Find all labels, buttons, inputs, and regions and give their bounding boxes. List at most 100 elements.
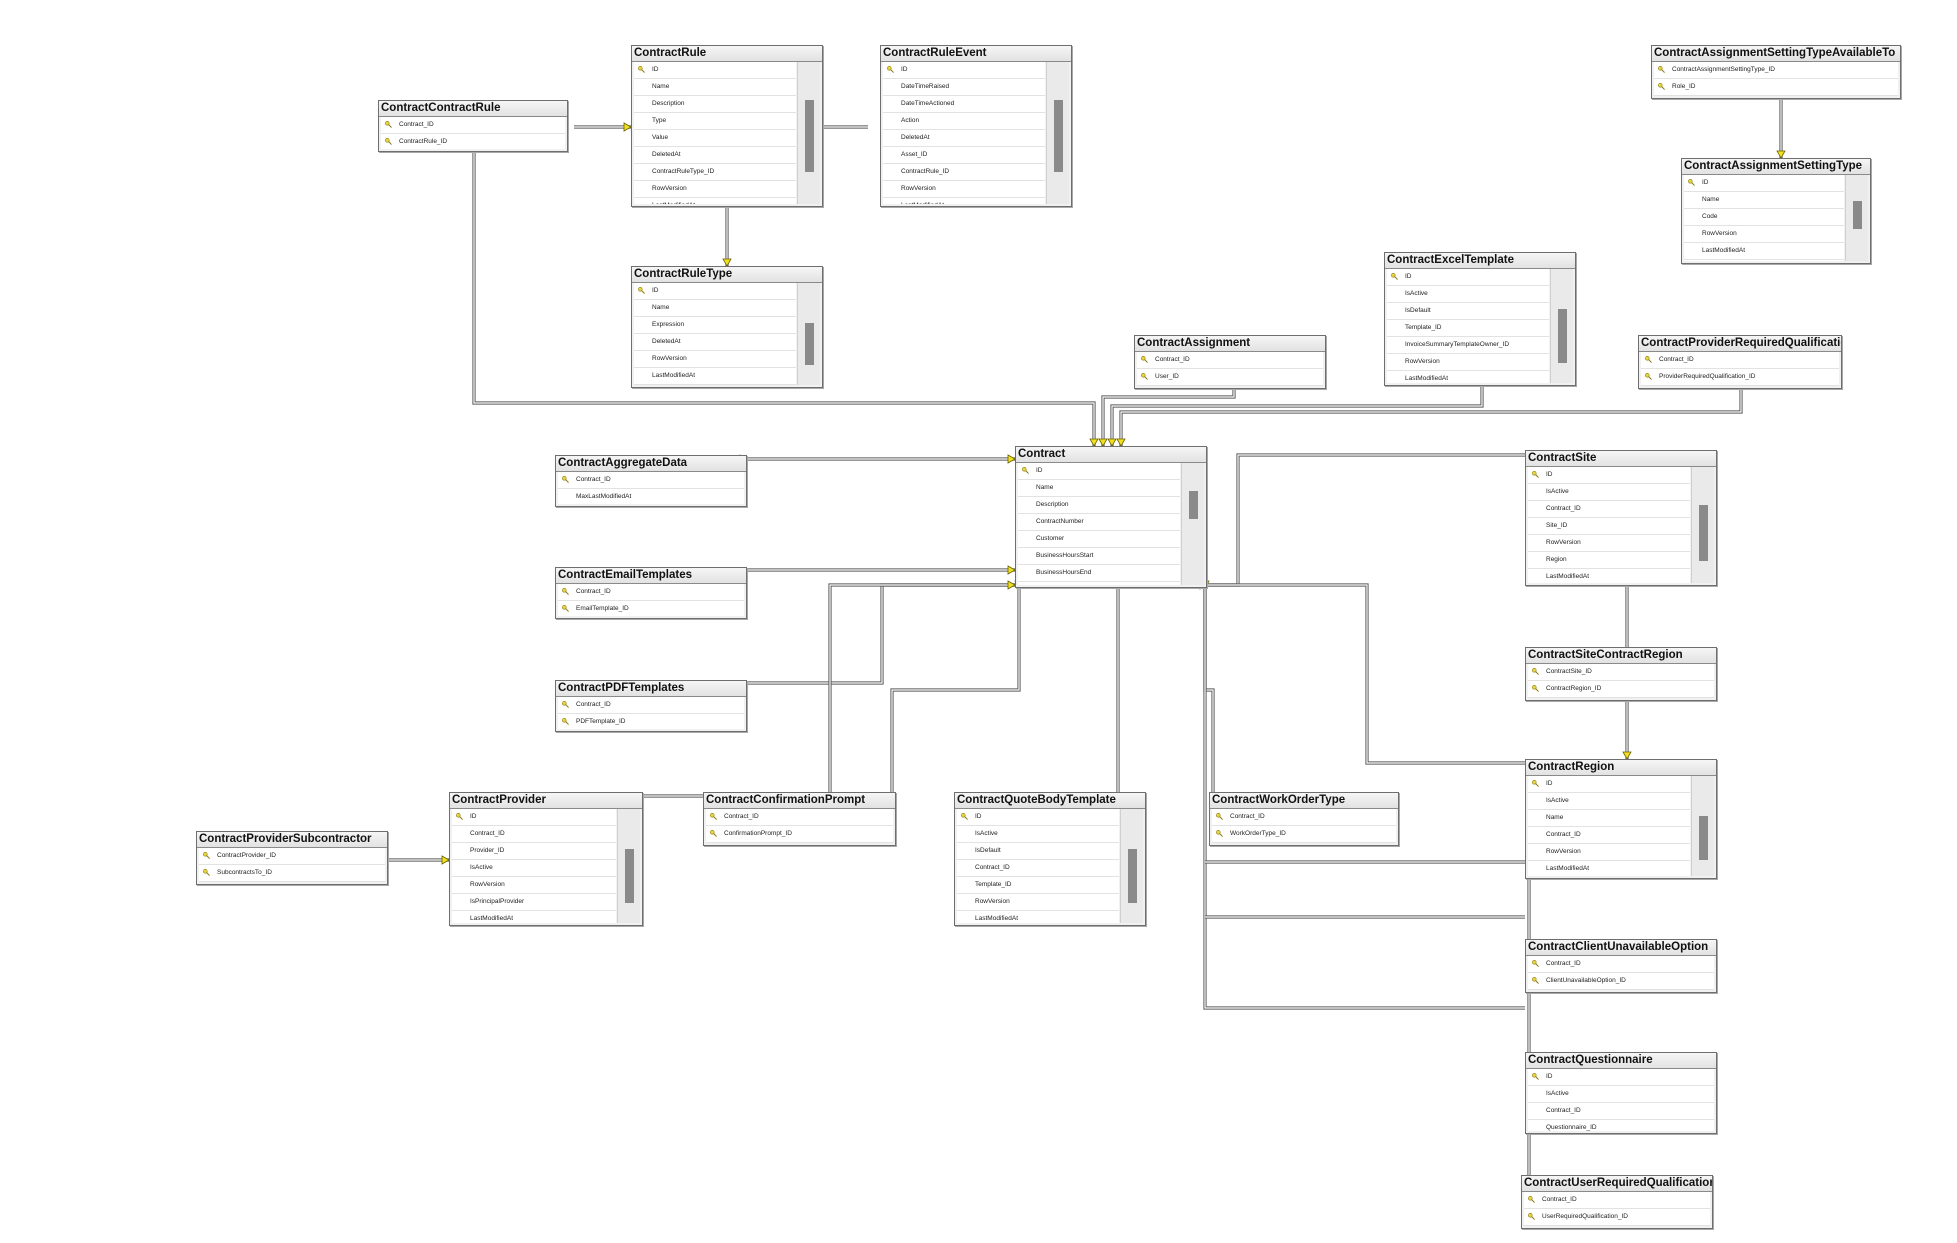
table-title[interactable]: ContractRule bbox=[632, 46, 822, 62]
column-row[interactable]: Name bbox=[634, 79, 796, 96]
scrollbar[interactable] bbox=[1120, 809, 1143, 923]
scrollbar-thumb[interactable] bbox=[805, 323, 814, 365]
column-row[interactable]: DeletedAt bbox=[634, 334, 796, 351]
table-settingtypeavailableto[interactable]: ContractAssignmentSettingTypeAvailableTo… bbox=[1651, 45, 1901, 99]
column-row[interactable]: Contract_ID bbox=[706, 809, 893, 826]
column-row[interactable]: LastModifiedAt bbox=[452, 911, 616, 923]
column-row[interactable]: ConfirmationPrompt_ID bbox=[706, 826, 893, 843]
column-row[interactable]: Site_ID bbox=[1528, 518, 1690, 535]
scrollbar[interactable] bbox=[1550, 269, 1573, 383]
column-row[interactable]: LastModifiedAt bbox=[1684, 243, 1844, 260]
table-title[interactable]: ContractQuoteBodyTemplate bbox=[955, 793, 1145, 809]
scrollbar-thumb[interactable] bbox=[1054, 100, 1063, 172]
column-row[interactable]: ContractProvider_ID bbox=[199, 848, 385, 865]
column-row[interactable]: Code bbox=[1684, 209, 1844, 226]
column-row[interactable]: Name bbox=[634, 300, 796, 317]
column-row[interactable]: Description bbox=[1018, 497, 1180, 514]
column-row[interactable]: Contract_ID bbox=[558, 697, 744, 714]
column-row[interactable]: DeletedAt bbox=[883, 130, 1045, 147]
table-title[interactable]: ContractEmailTemplates bbox=[556, 568, 746, 584]
column-row[interactable]: InvoiceSummaryTemplateOwner_ID bbox=[1387, 337, 1549, 354]
scrollbar-thumb[interactable] bbox=[805, 100, 814, 172]
scrollbar[interactable] bbox=[1691, 467, 1714, 583]
column-row[interactable]: IsActive bbox=[452, 860, 616, 877]
column-row[interactable]: IsActive bbox=[1387, 286, 1549, 303]
column-row[interactable]: Asset_ID bbox=[883, 147, 1045, 164]
column-row[interactable]: LastModifiedAt bbox=[634, 198, 796, 204]
table-title[interactable]: ContractSiteContractRegion bbox=[1526, 648, 1716, 664]
table-title[interactable]: ContractProviderRequiredQualification bbox=[1639, 336, 1841, 352]
column-row[interactable]: ContractRegion_ID bbox=[1528, 681, 1714, 698]
scrollbar-thumb[interactable] bbox=[625, 849, 634, 903]
column-row[interactable]: Contract_ID bbox=[1528, 501, 1690, 518]
column-row[interactable]: ID bbox=[883, 62, 1045, 79]
table-title[interactable]: ContractQuestionnaire bbox=[1526, 1053, 1716, 1069]
column-row[interactable]: RowVersion bbox=[1684, 226, 1844, 243]
column-row[interactable]: Contract_ID bbox=[452, 826, 616, 843]
column-row[interactable]: EmailTemplate_ID bbox=[558, 601, 744, 616]
column-row[interactable]: LastModifiedAt bbox=[883, 198, 1045, 204]
column-row[interactable]: LastModifiedAt bbox=[957, 911, 1119, 923]
column-row[interactable]: BusinessHoursExcludeWeekends bbox=[1018, 582, 1180, 585]
scrollbar[interactable] bbox=[1046, 62, 1069, 204]
table-title[interactable]: ContractExcelTemplate bbox=[1385, 253, 1575, 269]
column-row[interactable]: Contract_ID bbox=[381, 117, 565, 134]
column-row[interactable]: ID bbox=[1018, 463, 1180, 480]
column-row[interactable]: DateTimeRaised bbox=[883, 79, 1045, 96]
column-row[interactable]: Contract_ID bbox=[957, 860, 1119, 877]
column-row[interactable]: RowVersion bbox=[634, 351, 796, 368]
column-row[interactable]: Value bbox=[634, 130, 796, 147]
column-row[interactable]: IsPrincipalProvider bbox=[452, 894, 616, 911]
column-row[interactable]: Contract_ID bbox=[1137, 352, 1323, 369]
table-title[interactable]: ContractClientUnavailableOption bbox=[1526, 940, 1716, 956]
column-row[interactable]: Provider_ID bbox=[452, 843, 616, 860]
column-row[interactable]: ContractRuleType_ID bbox=[634, 164, 796, 181]
column-row[interactable]: Questionnaire_ID bbox=[1528, 1120, 1714, 1131]
column-row[interactable]: Contract_ID bbox=[558, 472, 744, 489]
column-row[interactable]: User_ID bbox=[1137, 369, 1323, 386]
column-row[interactable]: RowVersion bbox=[452, 877, 616, 894]
column-row[interactable]: RowVersion bbox=[957, 894, 1119, 911]
scrollbar-thumb[interactable] bbox=[1558, 309, 1567, 363]
column-row[interactable]: RowVersion bbox=[1528, 844, 1690, 861]
scrollbar[interactable] bbox=[1691, 776, 1714, 876]
column-row[interactable]: Contract_ID bbox=[1528, 1103, 1714, 1120]
column-row[interactable]: LastModifiedAt bbox=[1387, 371, 1549, 383]
table-title[interactable]: ContractAssignmentSettingType bbox=[1682, 159, 1870, 175]
scrollbar[interactable] bbox=[1845, 175, 1868, 261]
column-row[interactable]: LastModifiedAt bbox=[1528, 861, 1690, 876]
column-row[interactable]: Name bbox=[1018, 480, 1180, 497]
relationship-line[interactable] bbox=[1207, 583, 1525, 765]
column-row[interactable]: ID bbox=[634, 283, 796, 300]
column-row[interactable]: ID bbox=[1528, 776, 1690, 793]
column-row[interactable]: BusinessHoursStart bbox=[1018, 548, 1180, 565]
column-row[interactable]: Customer bbox=[1018, 531, 1180, 548]
column-row[interactable]: CreatedAt bbox=[1684, 260, 1844, 261]
column-row[interactable]: ID bbox=[634, 62, 796, 79]
column-row[interactable]: DateTimeActioned bbox=[883, 96, 1045, 113]
column-row[interactable]: ID bbox=[1528, 467, 1690, 484]
column-row[interactable]: Template_ID bbox=[1387, 320, 1549, 337]
table-title[interactable]: ContractConfirmationPrompt bbox=[704, 793, 895, 809]
scrollbar-thumb[interactable] bbox=[1128, 849, 1137, 903]
table-title[interactable]: ContractAssignmentSettingTypeAvailableTo bbox=[1652, 46, 1900, 62]
column-row[interactable]: Name bbox=[1684, 192, 1844, 209]
column-row[interactable]: UserRequiredQualification_ID bbox=[1524, 1209, 1710, 1226]
table-title[interactable]: ContractPDFTemplates bbox=[556, 681, 746, 697]
column-row[interactable]: IsActive bbox=[1528, 793, 1690, 810]
relationship-line[interactable] bbox=[747, 583, 1015, 685]
column-row[interactable]: RowVersion bbox=[1528, 535, 1690, 552]
